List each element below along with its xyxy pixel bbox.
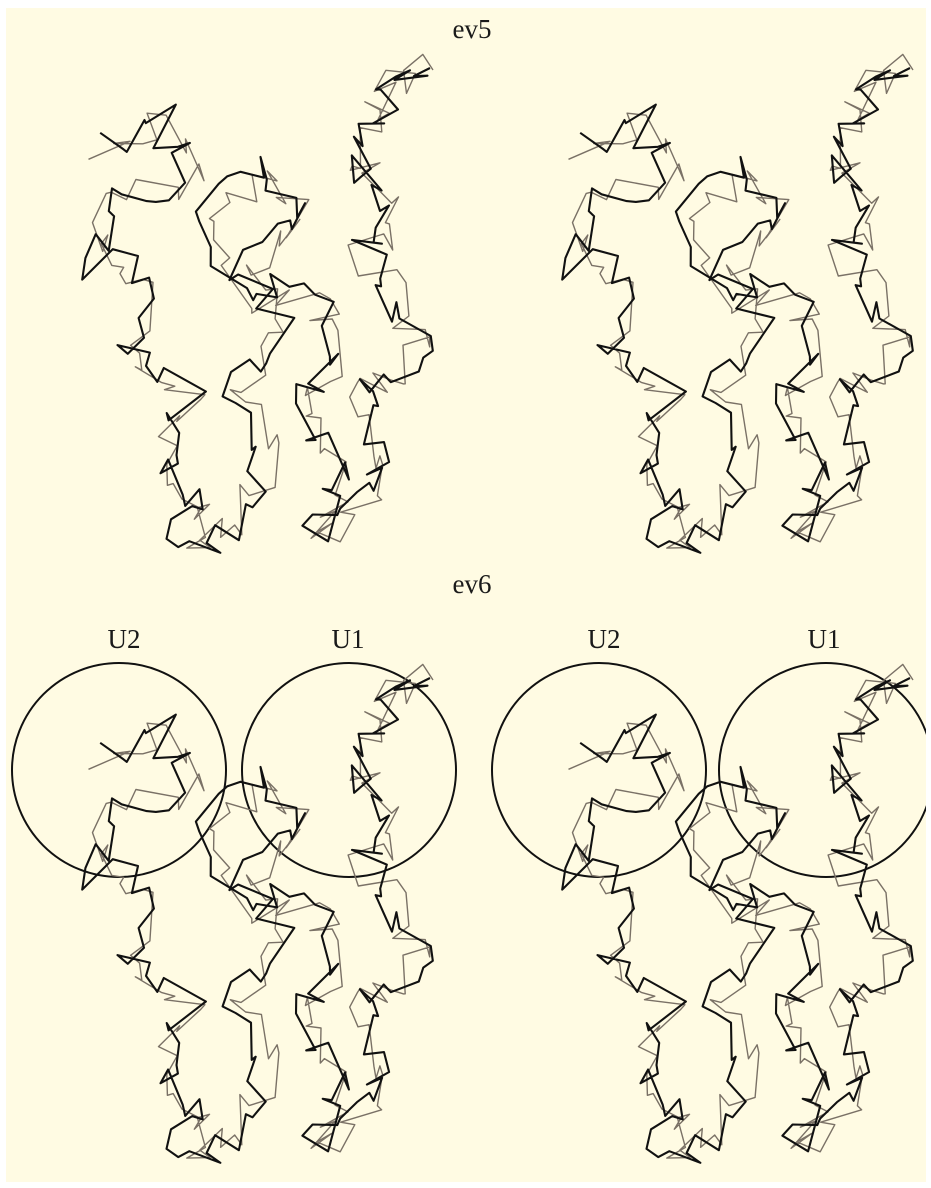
top-panel-title: ev5 bbox=[453, 14, 492, 44]
bottom-panel-title: ev6 bbox=[453, 569, 492, 599]
stereo-figure: ev5 ev6 U2 U1 U2 U1 bbox=[6, 8, 926, 1182]
left-view-u2-label: U2 bbox=[108, 624, 141, 654]
right-view-u2-circle bbox=[492, 663, 706, 877]
bottom-right-backbone-trace bbox=[562, 664, 913, 1162]
figure-canvas: ev5 ev6 U2 U1 U2 U1 bbox=[6, 8, 926, 1182]
left-view-u2-circle bbox=[12, 663, 226, 877]
left-view-u1-circle bbox=[242, 663, 456, 877]
right-view-u1-circle bbox=[719, 663, 926, 877]
bottom-left-backbone-trace bbox=[82, 664, 433, 1162]
right-view-u2-label: U2 bbox=[588, 624, 621, 654]
top-left-backbone-trace bbox=[82, 54, 433, 552]
left-view-u1-label: U1 bbox=[332, 624, 365, 654]
top-right-backbone-trace bbox=[562, 54, 913, 552]
right-view-u1-label: U1 bbox=[808, 624, 841, 654]
